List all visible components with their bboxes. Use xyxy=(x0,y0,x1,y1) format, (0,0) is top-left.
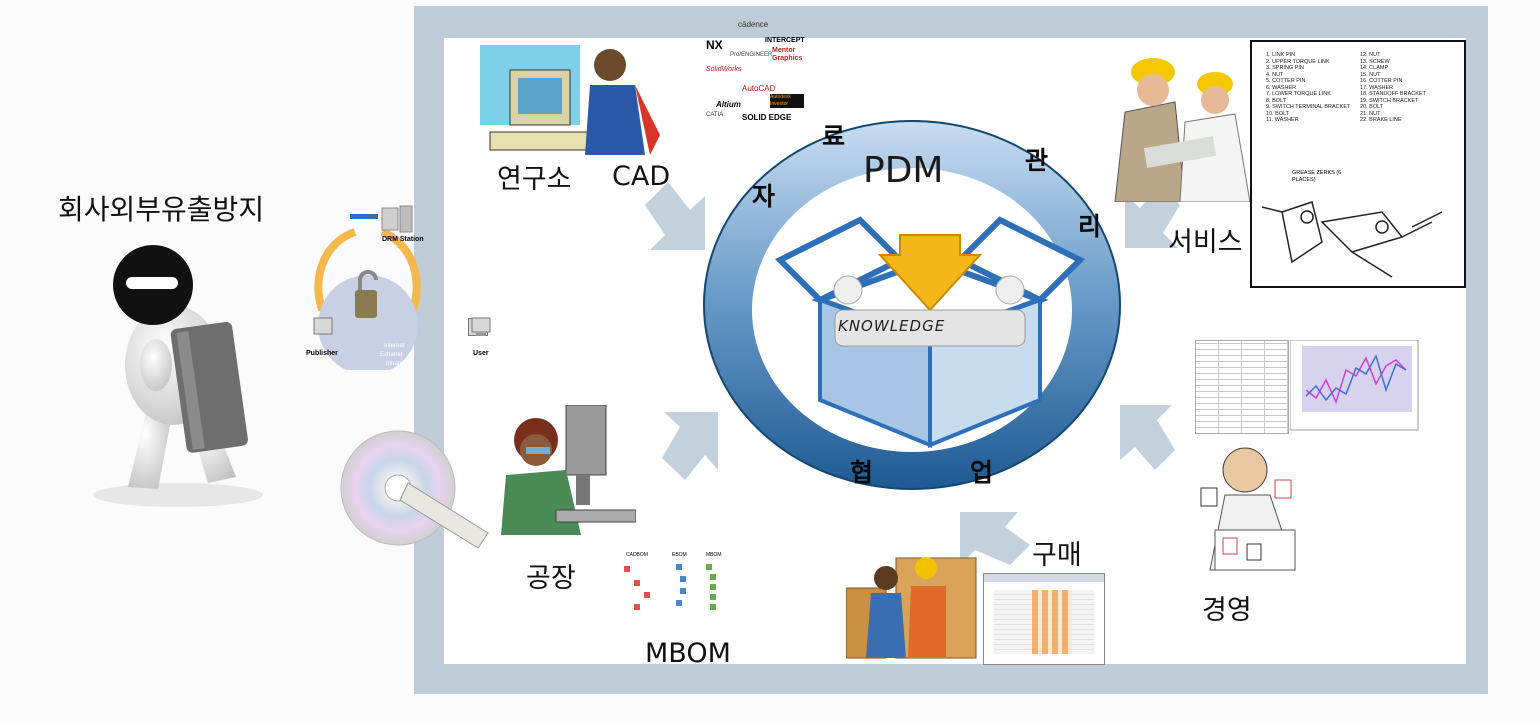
thief-figure-image xyxy=(93,245,263,507)
ring-char-ri: 리 xyxy=(1078,212,1102,241)
bom-header-ebom: EBOM xyxy=(672,552,687,558)
user-label: User xyxy=(473,350,489,357)
bom-tree-diagram: CADBOM EBOM MBOM xyxy=(618,552,728,614)
autocad-logo: AutoCAD xyxy=(742,84,776,93)
torque-link-drawing xyxy=(1261,201,1443,278)
ring-char-gwan: 관 xyxy=(1025,146,1049,175)
ring-char-eop: 업 xyxy=(970,458,994,487)
user-computer-icon xyxy=(471,317,491,336)
ring-char-ja: 자 xyxy=(752,182,776,211)
solidworks-logo: SolidWorks xyxy=(706,66,742,73)
pdm-title: PDM xyxy=(863,150,944,191)
arrow-from-lab xyxy=(645,182,705,250)
ring-char-ryo: 료 xyxy=(822,122,846,151)
management-line-chart-image xyxy=(1290,340,1419,431)
arrow-from-purchase xyxy=(960,512,1030,565)
management-person-image xyxy=(1200,447,1296,571)
leak-prevention-title: 회사외부유출방지 xyxy=(58,193,265,226)
bom-header-mbom: MBOM xyxy=(706,552,722,558)
purchase-spreadsheet-image xyxy=(983,573,1105,665)
bom-header-cadbom: CADBOM xyxy=(626,552,648,558)
ring-char-hyeop: 협 xyxy=(850,458,874,487)
factory-worker-image xyxy=(501,405,636,535)
inventor-logo: Autodesk Inventor xyxy=(770,94,804,108)
catia-logo: CATIA xyxy=(706,112,724,118)
net-internet-label: Internet xyxy=(384,343,405,349)
net-extranet-label: Extranet xyxy=(380,352,403,358)
grease-note: GREASE ZERKS (6 PLACES) xyxy=(1292,170,1342,183)
net-intranet-label: Intranet xyxy=(386,361,407,367)
factory-label: 공장 xyxy=(526,563,576,594)
purchase-workers-image xyxy=(846,557,977,659)
drm-station-label: DRM Station xyxy=(382,236,424,243)
altium-logo: Altium xyxy=(716,100,741,109)
publisher-label: Publisher xyxy=(306,350,338,357)
management-table-image xyxy=(1195,340,1289,434)
knowledge-box-image xyxy=(774,216,1086,448)
knowledge-label: KNOWLEDGE xyxy=(838,317,946,335)
mbom-label: MBOM xyxy=(645,638,731,669)
cad-label: CAD xyxy=(612,161,671,192)
nx-logo: NX xyxy=(706,38,723,52)
service-label: 서비스 xyxy=(1168,227,1243,258)
arrow-from-factory xyxy=(662,412,718,480)
proengineer-logo: Pro/ENGINEER xyxy=(730,52,773,58)
lab-label: 연구소 xyxy=(497,164,572,195)
mentor-logo: Mentor Graphics xyxy=(772,47,803,62)
service-engineers-image xyxy=(1114,58,1251,202)
solidedge-logo: SOLID EDGE xyxy=(742,113,792,122)
cadence-logo: cādence xyxy=(738,20,769,29)
lab-worker-image xyxy=(480,45,660,155)
disc-image xyxy=(340,430,489,549)
purchase-label: 구매 xyxy=(1032,540,1082,571)
arrow-from-management xyxy=(1120,405,1175,470)
management-label: 경영 xyxy=(1202,595,1252,626)
intercept-logo: INTERCEPT xyxy=(765,37,805,44)
